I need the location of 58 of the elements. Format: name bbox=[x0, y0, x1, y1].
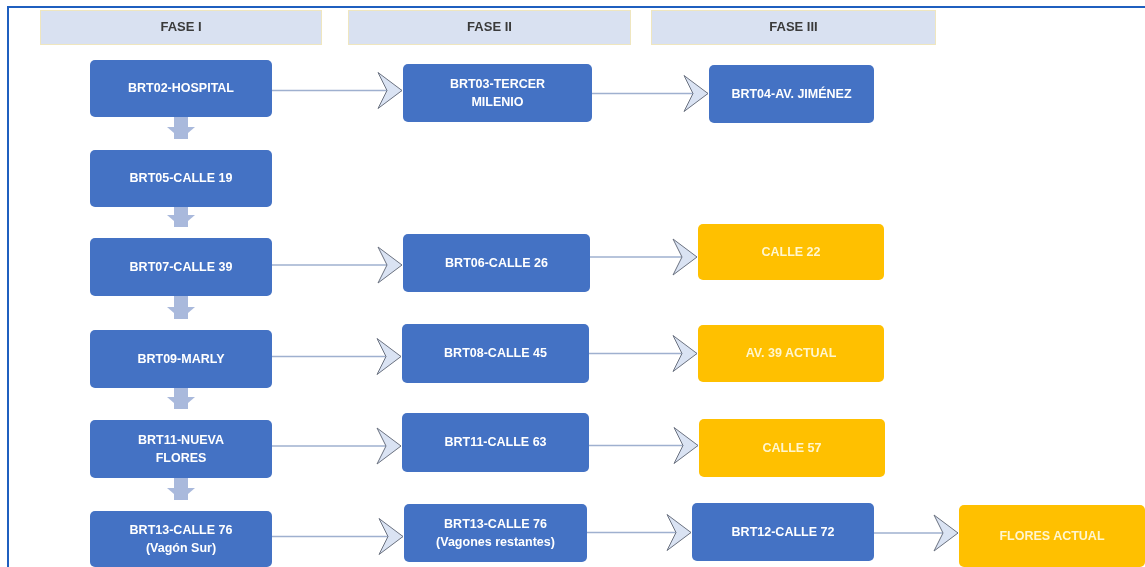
chevron-arrow bbox=[271, 246, 403, 284]
station-box bbox=[403, 64, 592, 122]
station-box bbox=[699, 419, 885, 477]
station-box bbox=[692, 503, 874, 561]
chevron-arrow bbox=[588, 335, 698, 372]
station-label: BRT03-TERCER MILENIO bbox=[448, 75, 547, 111]
phase-header bbox=[651, 10, 936, 45]
block-arrow bbox=[167, 478, 195, 500]
station-label: FLORES ACTUAL bbox=[999, 527, 1105, 545]
chevron-arrow bbox=[588, 427, 699, 464]
station-box bbox=[698, 224, 884, 280]
chevron-arrow bbox=[271, 518, 404, 555]
station-box bbox=[90, 420, 272, 478]
station-box bbox=[402, 324, 589, 383]
phase-label: FASE II bbox=[467, 18, 512, 37]
block-arrow bbox=[167, 207, 195, 227]
station-box bbox=[90, 60, 272, 117]
station-box bbox=[90, 238, 272, 296]
station-label: BRT05-CALLE 19 bbox=[129, 170, 233, 188]
phase-label: FASE I bbox=[160, 18, 202, 37]
station-note: (Vagón Sur) bbox=[145, 540, 217, 557]
station-label: AV. 39 ACTUAL bbox=[745, 345, 837, 363]
station-box bbox=[403, 234, 590, 292]
block-arrow bbox=[167, 388, 195, 409]
phase-label: FASE III bbox=[769, 18, 818, 37]
station-box bbox=[90, 511, 272, 567]
station-box bbox=[959, 505, 1145, 567]
chevron-arrow bbox=[271, 427, 402, 465]
chevron-arrow bbox=[873, 514, 959, 552]
phase-header bbox=[40, 10, 322, 45]
block-arrow bbox=[167, 296, 195, 319]
phase-header bbox=[348, 10, 631, 45]
station-box bbox=[709, 65, 874, 123]
station-label: BRT13-CALLE 76 bbox=[129, 521, 233, 539]
station-label: BRT02-HOSPITAL bbox=[128, 80, 234, 98]
station-label: BRT11-CALLE 63 bbox=[444, 434, 547, 452]
station-label: BRT13-CALLE 76 bbox=[444, 515, 547, 533]
station-note: (Vagones restantes) bbox=[436, 534, 555, 551]
station-box bbox=[402, 413, 589, 472]
station-label: BRT11-NUEVA FLORES bbox=[137, 431, 225, 467]
chevron-arrow bbox=[271, 338, 402, 375]
station-box bbox=[698, 325, 884, 382]
chevron-arrow bbox=[586, 514, 692, 551]
station-box bbox=[90, 150, 272, 207]
station-label: BRT12-CALLE 72 bbox=[731, 523, 835, 541]
block-arrow bbox=[167, 117, 195, 139]
station-label: BRT07-CALLE 39 bbox=[129, 258, 233, 276]
station-label: CALLE 22 bbox=[761, 243, 821, 261]
station-box bbox=[404, 504, 587, 562]
station-label: BRT09-MARLY bbox=[137, 350, 225, 368]
chevron-arrow bbox=[591, 75, 709, 112]
station-label: BRT08-CALLE 45 bbox=[444, 345, 547, 363]
chevron-arrow bbox=[271, 72, 403, 109]
station-label: BRT06-CALLE 26 bbox=[445, 254, 548, 272]
station-label: CALLE 57 bbox=[762, 439, 822, 457]
station-box bbox=[90, 330, 272, 388]
chevron-arrow bbox=[589, 238, 698, 276]
station-label: BRT04-AV. JIMÉNEZ bbox=[731, 85, 852, 103]
